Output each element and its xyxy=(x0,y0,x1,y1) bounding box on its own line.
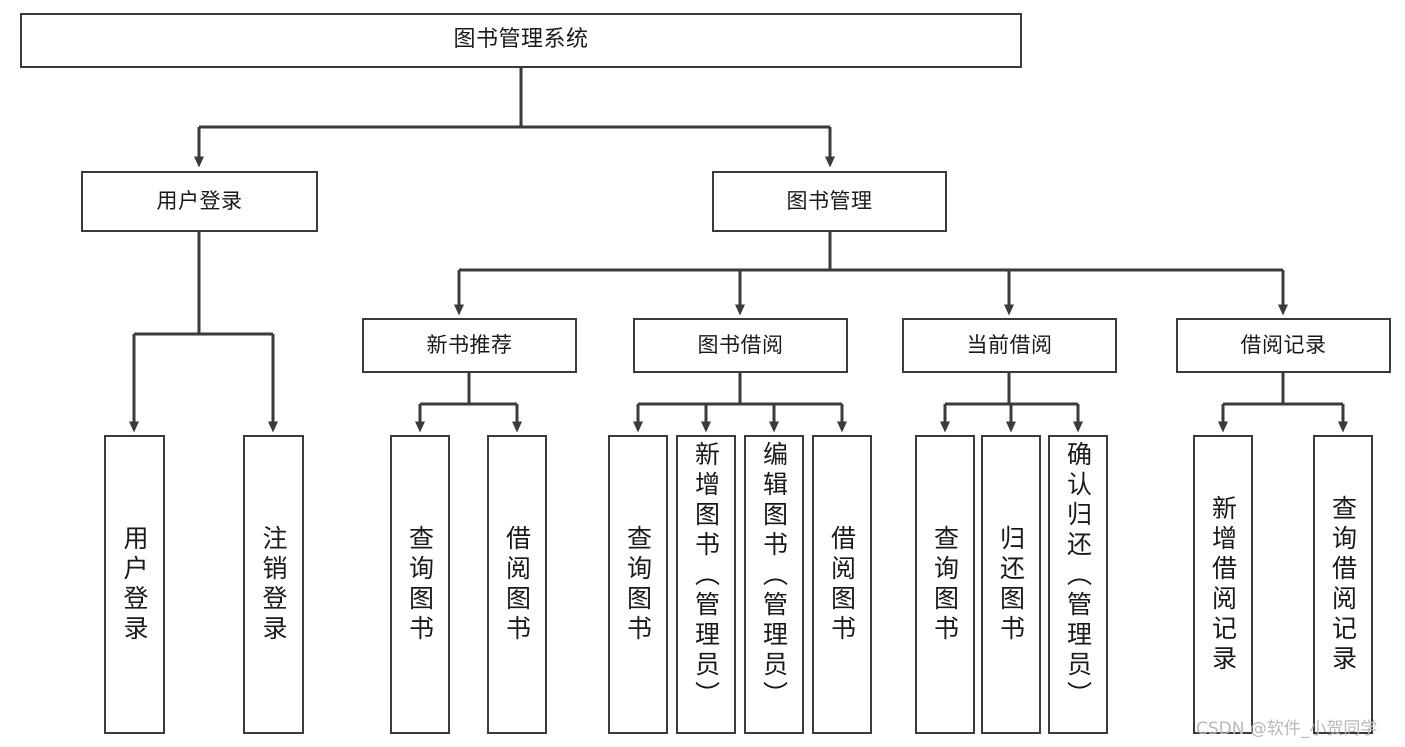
node-leaf-query-record[interactable]: 查询借阅记录 xyxy=(1313,435,1373,734)
node-root-system[interactable]: 图书管理系统 xyxy=(20,13,1022,68)
node-new-book-recommend[interactable]: 新书推荐 xyxy=(362,318,577,373)
node-label: 用户登录 xyxy=(120,524,149,645)
node-label: 查询借阅记录 xyxy=(1328,494,1358,675)
node-label: 新增借阅记录 xyxy=(1208,494,1238,675)
node-label: 借阅记录 xyxy=(1240,332,1327,357)
node-label: 图书管理 xyxy=(786,188,873,213)
node-label: 查询图书 xyxy=(930,524,960,645)
node-label: 当前借阅 xyxy=(966,332,1053,357)
node-label: 查询图书 xyxy=(623,524,653,645)
node-label: 图书借阅 xyxy=(697,332,784,357)
node-label: 注销登录 xyxy=(259,524,288,645)
node-label: 借阅图书 xyxy=(502,524,532,645)
node-label: 借阅图书 xyxy=(827,524,857,645)
node-book-management[interactable]: 图书管理 xyxy=(712,171,947,232)
node-label: 新书推荐 xyxy=(426,332,513,357)
node-label: 用户登录 xyxy=(156,188,243,213)
node-user-login[interactable]: 用户登录 xyxy=(81,171,318,232)
node-label: 查询图书 xyxy=(405,524,435,645)
node-label: 图书管理系统 xyxy=(453,27,589,53)
node-book-borrow[interactable]: 图书借阅 xyxy=(633,318,848,373)
node-leaf-query-book-2[interactable]: 查询图书 xyxy=(608,435,668,734)
node-current-borrow[interactable]: 当前借阅 xyxy=(902,318,1117,373)
node-label: 确认归还（管理员） xyxy=(1063,441,1093,711)
csdn-watermark: CSDN @软件_小贺同学 xyxy=(1196,719,1378,739)
node-leaf-add-book[interactable]: 新增图书（管理员） xyxy=(676,435,736,734)
node-leaf-query-book-1[interactable]: 查询图书 xyxy=(390,435,450,734)
node-leaf-borrow-book-2[interactable]: 借阅图书 xyxy=(812,435,872,734)
node-leaf-logout[interactable]: 注销登录 xyxy=(243,435,304,734)
node-leaf-add-record[interactable]: 新增借阅记录 xyxy=(1193,435,1253,734)
node-label: 归还图书 xyxy=(996,524,1026,645)
node-leaf-edit-book[interactable]: 编辑图书（管理员） xyxy=(744,435,804,734)
node-leaf-return-book[interactable]: 归还图书 xyxy=(981,435,1041,734)
node-leaf-confirm-return[interactable]: 确认归还（管理员） xyxy=(1048,435,1108,734)
node-leaf-query-book-3[interactable]: 查询图书 xyxy=(915,435,975,734)
node-borrow-record[interactable]: 借阅记录 xyxy=(1176,318,1391,373)
node-leaf-user-login[interactable]: 用户登录 xyxy=(104,435,165,734)
node-label: 新增图书（管理员） xyxy=(691,441,721,711)
node-label: 编辑图书（管理员） xyxy=(759,441,789,711)
node-leaf-borrow-book-1[interactable]: 借阅图书 xyxy=(487,435,547,734)
